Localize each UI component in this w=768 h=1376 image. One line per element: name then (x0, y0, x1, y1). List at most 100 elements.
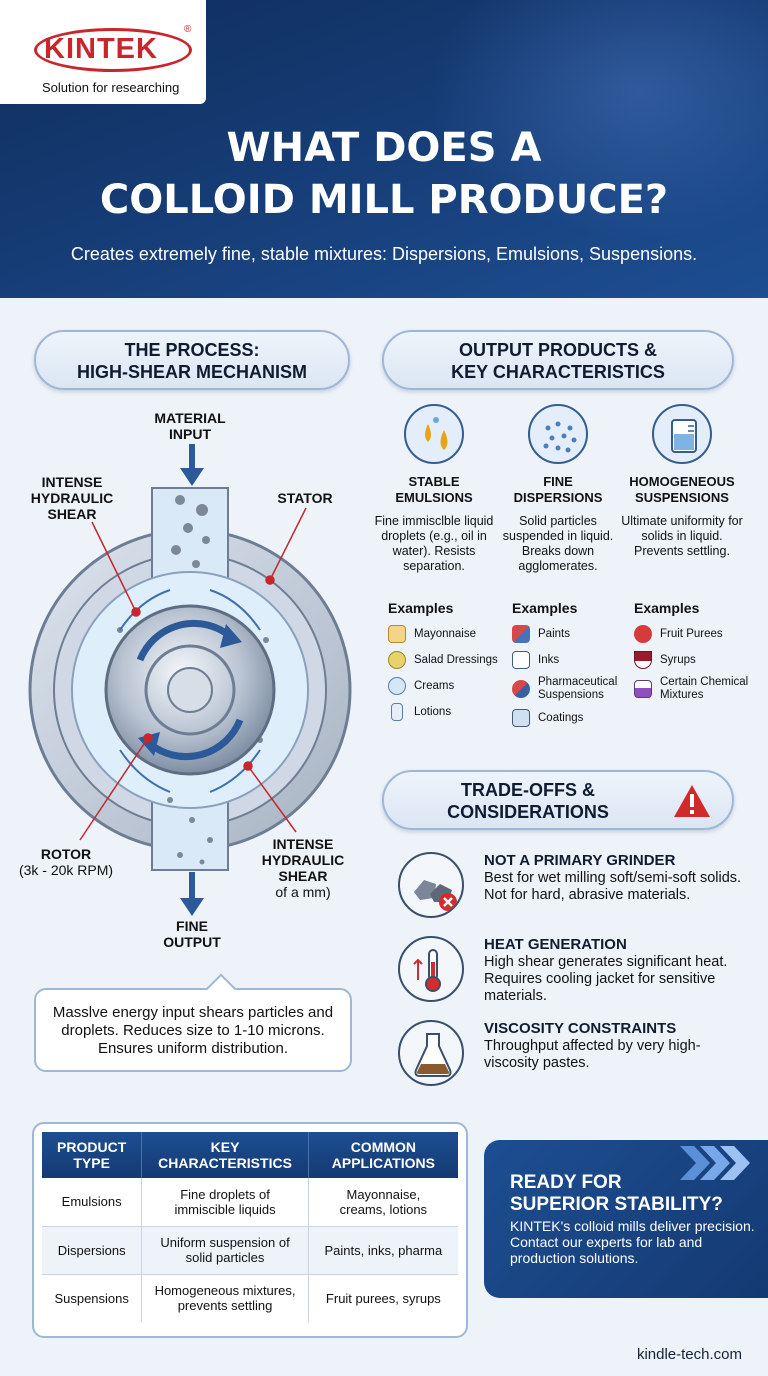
product-dispersions-name: FINE DISPERSIONS (496, 474, 620, 506)
rotor-hub (167, 667, 213, 713)
examples-emulsions: Examples Mayonnaise Salad Dressings Crea… (388, 600, 512, 728)
warning-icon (674, 785, 710, 817)
cell-characteristics-line-1: Homogeneous mixtures, (154, 1283, 296, 1299)
logo-ellipse (34, 28, 192, 72)
product-emulsions-desc: Fine immisclble liquid droplets (e.g., o… (374, 514, 494, 573)
droplets-icon (404, 404, 464, 464)
tradeoff-grinder-desc: Best for wet milling soft/semi-soft soli… (484, 870, 742, 903)
particles-icon (528, 404, 588, 464)
header-product-type-line-2: TYPE (73, 1155, 110, 1171)
label-rotor-line-1: ROTOR (40, 846, 92, 862)
example-label: Coatings (538, 711, 584, 724)
example-label: Pharmaceutical Suspensions (538, 676, 618, 701)
header-banner: KINTEK ® Solution for researching WHAT D… (0, 0, 768, 298)
list-item: Creams (388, 676, 512, 696)
cta-panel[interactable]: READY FOR SUPERIOR STABILITY? KINTEK's c… (484, 1140, 768, 1298)
tradeoffs-heading-line-1: TRADE-OFFS & (461, 780, 595, 800)
label-shear-bottom-line-3: SHEAR (278, 868, 328, 884)
logo-registered-mark: ® (184, 24, 192, 35)
lotion-bottle-icon (391, 703, 403, 721)
tradeoff-heat-title: HEAT GENERATION (484, 936, 627, 953)
tradeoff-heat-desc: High shear generates significant heat. R… (484, 954, 728, 1004)
tradeoff-viscosity: VISCOSITY CONSTRAINTS Throughput affecte… (398, 1020, 748, 1090)
thermometer-icon (398, 936, 464, 1002)
examples-dispersions: Examples Paints Inks Pharmaceutical Susp… (512, 600, 636, 734)
label-shear-bottom: INTENSE HYDRAULIC SHEAR of a mm) (248, 836, 358, 900)
list-item: Lotions (388, 702, 512, 722)
label-fine-output-line-2: OUTPUT (163, 934, 221, 950)
cell-applications: Fruit purees, syrups (325, 1290, 441, 1306)
cell-characteristics-line-1: Fine droplets of (180, 1186, 270, 1202)
cta-title-line-1: READY FOR (510, 1172, 622, 1193)
process-heading-line-2: HIGH-SHEAR MECHANISM (76, 362, 307, 382)
example-label: Certain Chemical Mixtures (660, 676, 749, 701)
list-item: Mayonnaise (388, 624, 512, 644)
label-fine-output-line-1: FINE (176, 918, 208, 934)
capsule-icon (512, 680, 530, 698)
process-heading: THE PROCESS: HIGH-SHEAR MECHANISM (34, 330, 350, 390)
examples-label: Examples (388, 600, 454, 616)
page-title-line-1: WHAT DOES A (226, 125, 542, 171)
cell-characteristics-line-2: immiscible liquids (174, 1201, 276, 1217)
tradeoff-viscosity-desc: Throughput affected by very high-viscosi… (484, 1038, 701, 1071)
example-label: Syrups (660, 653, 696, 666)
table-row: Suspensions Homogeneous mixtures,prevent… (42, 1274, 458, 1322)
product-dispersions-name-1: FINE (543, 474, 573, 489)
cell-characteristics-line-2: solid particles (185, 1250, 265, 1265)
beaker-icon (652, 404, 712, 464)
apple-icon (634, 625, 652, 643)
outputs-heading-line-2: KEY CHARACTERISTICS (451, 362, 665, 382)
example-label: Creams (414, 679, 455, 692)
cell-applications-line-2: creams, lotions (339, 1201, 428, 1217)
list-item: Pharmaceutical Suspensions (512, 676, 636, 702)
cell-characteristics-line-2: prevents settling (177, 1298, 273, 1314)
example-label: Mayonnaise (414, 627, 477, 640)
cell-applications-line-1: Mayonnaise, (346, 1186, 421, 1202)
example-label: Lotions (414, 705, 452, 718)
label-shear-top-line-2: HYDRAULIC (30, 490, 114, 506)
cell-applications: Mayonnaise,creams, lotions (308, 1178, 458, 1227)
flask-icon (634, 680, 652, 698)
list-item: Syrups (634, 650, 758, 670)
cell-type: Suspensions (42, 1274, 143, 1322)
cta-body: KINTEK's colloid mills deliver precision… (510, 1218, 755, 1266)
product-emulsions-name-1: STABLE (408, 474, 460, 489)
output-arrow-head (180, 898, 204, 916)
product-dispersions-name-2: DISPERSIONS (513, 490, 603, 505)
flask-viscous-icon (398, 1020, 464, 1086)
label-fine-output: FINE OUTPUT (142, 918, 242, 950)
label-shear-top-line-1: INTENSE (41, 474, 103, 490)
label-shear-bottom-line-2: HYDRAULIC (261, 852, 345, 868)
header-common-applications-line-1: COMMON (350, 1139, 417, 1155)
list-item: Inks (512, 650, 636, 670)
flow-arrows (119, 589, 261, 793)
product-suspensions-desc: Ultimate uniformity for solids in liquid… (621, 514, 743, 558)
product-dispersions-desc: Solid particles suspended in liquid. Bre… (502, 514, 614, 573)
rotation-arrow-top-head (220, 624, 242, 648)
website-link[interactable]: kindle-tech.com (636, 1346, 742, 1363)
product-dispersions: FINE DISPERSIONS Solid particles suspend… (496, 404, 620, 574)
product-emulsions-name-2: EMULSIONS (395, 490, 473, 505)
rotation-arrow-bottom (147, 718, 244, 761)
outputs-heading-line-1: OUTPUT PRODUCTS & (459, 340, 657, 360)
label-rotor: ROTOR (3k - 20k RPM) (6, 846, 126, 878)
tradeoff-heat: HEAT GENERATION High shear generates sig… (398, 936, 748, 1006)
label-rotor-speed: (3k - 20k RPM) (18, 862, 114, 878)
label-shear-top-line-3: SHEAR (47, 506, 97, 522)
example-label: Inks (538, 653, 560, 666)
product-suspensions-name: HOMOGENEOUS SUSPENSIONS (620, 474, 744, 506)
page-subtitle: Creates extremely fine, stable mixtures:… (70, 244, 698, 264)
rotation-arrow-top (136, 619, 233, 662)
label-material-input-line-1: MATERIAL (154, 410, 226, 426)
example-label: Paints (538, 627, 570, 640)
rocks-icon (398, 852, 464, 918)
logo[interactable]: KINTEK ® Solution for researching (0, 0, 206, 104)
example-label: Salad Dressings (414, 653, 498, 666)
product-suspensions: HOMOGENEOUS SUSPENSIONS Ultimate uniform… (620, 404, 744, 559)
